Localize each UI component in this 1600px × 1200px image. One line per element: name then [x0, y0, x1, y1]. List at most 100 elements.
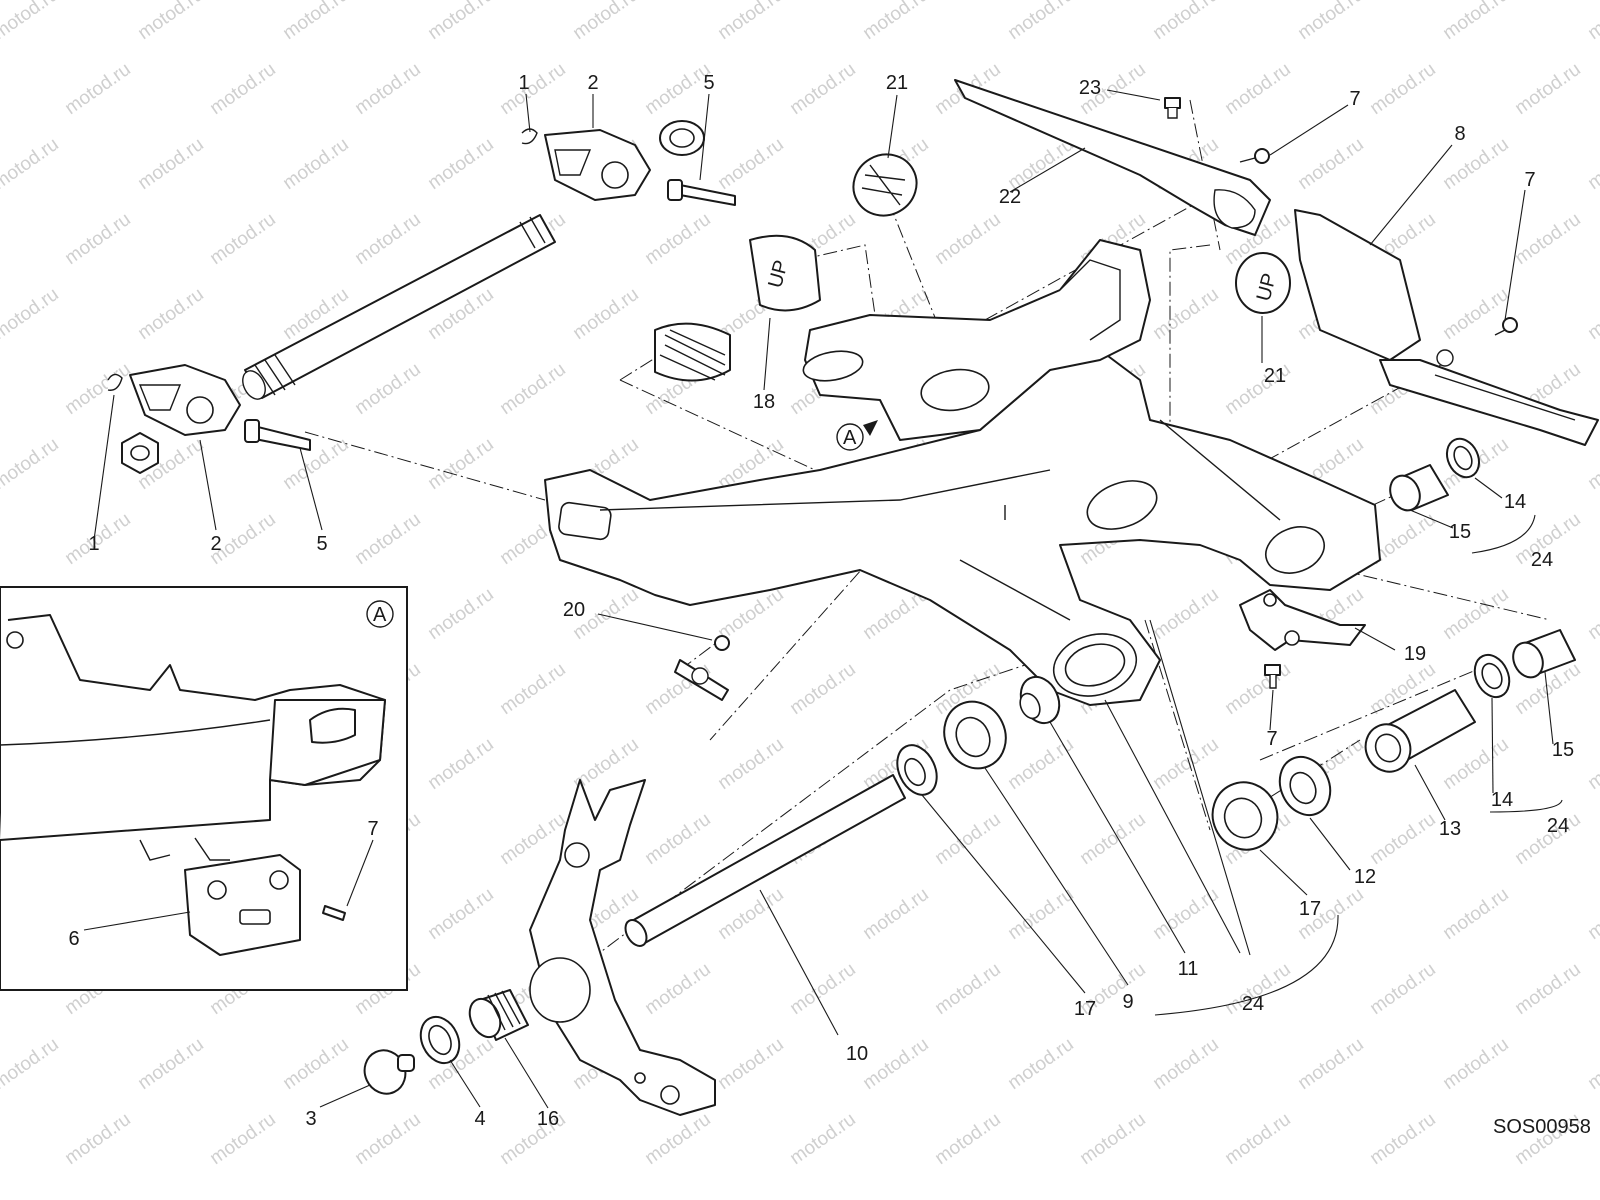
cap-part-21-up: UP: [1235, 252, 1291, 314]
callout-label: 17: [1074, 998, 1096, 1020]
callout-label: 2: [587, 72, 598, 94]
watermark-text: motod.ru: [1004, 0, 1077, 44]
watermark-text: motod.ru: [1366, 1109, 1439, 1169]
watermark-text: motod.ru: [0, 0, 63, 44]
watermark-text: motod.ru: [1584, 284, 1600, 344]
watermark-text: motod.ru: [1366, 959, 1439, 1019]
watermark-text: motod.ru: [1076, 1109, 1149, 1169]
screw-part-7-bracket: [1264, 664, 1281, 689]
watermark-text: motod.ru: [1366, 59, 1439, 119]
rear-axle-shaft: [242, 214, 556, 400]
watermark-text: motod.ru: [0, 1034, 63, 1094]
watermark-text: motod.ru: [61, 209, 134, 269]
watermark-text: motod.ru: [931, 809, 1004, 869]
watermark-text: motod.ru: [1149, 284, 1222, 344]
callout-label: 16: [537, 1108, 559, 1130]
watermark-text: motod.ru: [424, 134, 497, 194]
detail-a-marker: A: [836, 420, 878, 451]
watermark-text: motod.ru: [1076, 809, 1149, 869]
watermark-text: motod.ru: [1439, 584, 1512, 644]
screw-part-23: [1164, 97, 1181, 119]
watermark-text: motod.ru: [569, 284, 642, 344]
watermark-text: motod.ru: [1149, 0, 1222, 44]
watermark-text: motod.ru: [1294, 0, 1367, 44]
detail-a-marker-label: A: [843, 427, 857, 449]
watermark-text: motod.ru: [786, 1109, 859, 1169]
watermark-text: motod.ru: [424, 734, 497, 794]
callout-label: 21: [886, 72, 908, 94]
bearing-stack-right: [1211, 629, 1576, 851]
chain-guard-part-22: [954, 79, 1271, 236]
watermark-text: motod.ru: [1511, 209, 1584, 269]
callout-label: 14: [1491, 789, 1513, 811]
watermark-text: motod.ru: [1366, 809, 1439, 869]
callout-label: 11: [1178, 958, 1199, 980]
chain-adjuster-lower-part-2: [107, 364, 311, 474]
watermark-text: motod.ru: [0, 284, 63, 344]
callout-label: 22: [999, 186, 1021, 208]
watermark-text: motod.ru: [859, 884, 932, 944]
watermark-text: motod.ru: [0, 134, 63, 194]
watermark-text: motod.ru: [424, 434, 497, 494]
watermark-text: motod.ru: [1221, 59, 1294, 119]
watermark-text: motod.ru: [351, 509, 424, 569]
watermark-text: motod.ru: [134, 134, 207, 194]
watermark-text: motod.ru: [496, 359, 569, 419]
watermark-text: motod.ru: [1149, 734, 1222, 794]
callout-label: 4: [474, 1108, 485, 1130]
watermark-text: motod.ru: [1439, 284, 1512, 344]
watermark-text: motod.ru: [496, 659, 569, 719]
watermark-text: motod.ru: [279, 0, 352, 44]
cap-part-18-grille: [654, 322, 731, 382]
watermark-text: motod.ru: [859, 1034, 932, 1094]
watermark-text: motod.ru: [1149, 584, 1222, 644]
watermark-text: motod.ru: [1439, 0, 1512, 44]
watermark-text: motod.ru: [641, 1109, 714, 1169]
callout-label: 3: [305, 1108, 316, 1130]
watermark-text: motod.ru: [931, 209, 1004, 269]
watermark-text: motod.ru: [1439, 134, 1512, 194]
watermark-text: motod.ru: [0, 434, 63, 494]
watermark-text: motod.ru: [134, 1034, 207, 1094]
watermark-text: motod.ru: [569, 0, 642, 44]
watermark-text: motod.ru: [931, 959, 1004, 1019]
callout-label: 7: [1524, 169, 1535, 191]
watermark-text: motod.ru: [424, 584, 497, 644]
watermark-text: motod.ru: [641, 209, 714, 269]
callout-label: 7: [1266, 728, 1277, 750]
callout-label: 18: [753, 391, 775, 413]
callout-label: 10: [846, 1043, 868, 1065]
callout-label: 20: [563, 599, 585, 621]
watermark-text: motod.ru: [424, 0, 497, 44]
swingarm-body: [544, 239, 1381, 706]
watermark-text: motod.ru: [279, 134, 352, 194]
callout-label: 17: [1299, 898, 1321, 920]
watermark-text: motod.ru: [424, 884, 497, 944]
callout-label: 7: [1349, 88, 1360, 110]
callout-label: 1: [518, 72, 529, 94]
drawing-code: SOS00958: [1493, 1116, 1591, 1138]
watermark-text: motod.ru: [1511, 59, 1584, 119]
watermark-text: motod.ru: [351, 359, 424, 419]
watermark-text: motod.ru: [1149, 1034, 1222, 1094]
watermark-text: motod.ru: [786, 59, 859, 119]
callout-label: 19: [1404, 643, 1426, 665]
callout-label: 1: [88, 533, 99, 555]
bracket-part-19: [1239, 589, 1366, 651]
watermark-text: motod.ru: [1511, 959, 1584, 1019]
detail-inset-a: [0, 586, 408, 991]
watermark-text: motod.ru: [1294, 1034, 1367, 1094]
watermark-text: motod.ru: [714, 734, 787, 794]
inset-a-label: A: [373, 604, 387, 626]
callout-label: 2: [210, 533, 221, 555]
callout-label: 9: [1122, 991, 1133, 1013]
watermark-text: motod.ru: [1221, 659, 1294, 719]
watermark-text: motod.ru: [1584, 1034, 1600, 1094]
watermark-text: motod.ru: [1004, 1034, 1077, 1094]
watermark-text: motod.ru: [714, 1034, 787, 1094]
watermark-text: motod.ru: [351, 209, 424, 269]
watermark-text: motod.ru: [351, 1109, 424, 1169]
